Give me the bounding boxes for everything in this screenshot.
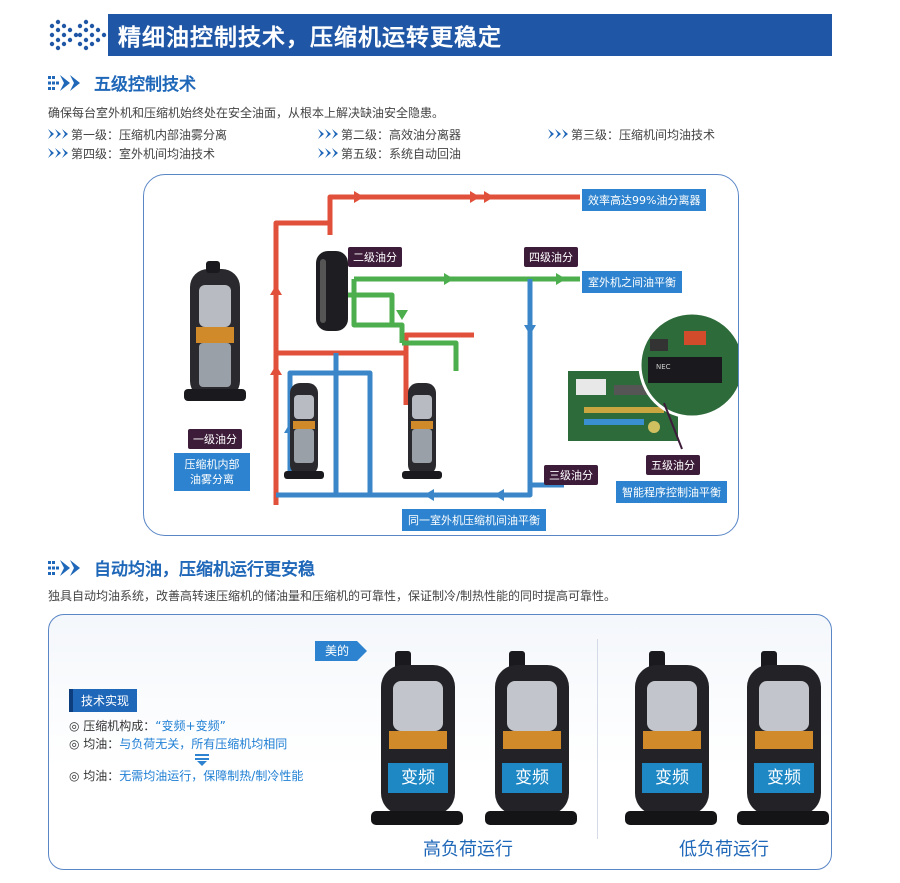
level-label: 第五级：系统自动回油 xyxy=(341,147,462,161)
tag-level3: 三级油分 xyxy=(544,465,598,485)
tag-level5: 五级油分 xyxy=(646,455,700,475)
high-load-label: 高负荷运行 xyxy=(423,839,513,860)
small-chevron-icon xyxy=(318,147,338,161)
tag-level2: 二级油分 xyxy=(348,247,402,267)
header-chevron-icon xyxy=(46,14,108,56)
compressor-small-icon xyxy=(402,383,442,479)
level-label: 第四级：室外机间均油技术 xyxy=(71,147,216,161)
bullet-oil-balance-load: ◎ 均油：与负荷无关，所有压缩机均相同 xyxy=(69,737,288,751)
oil-separator-icon xyxy=(316,251,348,331)
piping-diagram xyxy=(184,191,738,505)
tech-implementation-label: 技术实现 xyxy=(69,689,138,712)
section-title-auto-balance: 自动均油，压缩机运行更安稳 xyxy=(48,555,315,580)
level-item-2: 第二级：高效油分离器 xyxy=(318,126,461,143)
section1-description: 确保每台室外机和压缩机始终处在安全油面，从根本上解决缺油安全隐患。 xyxy=(48,106,445,120)
double-chevron-icon xyxy=(48,74,88,92)
auto-balance-panel: 技术实现 ◎ 压缩机构成：“变频+变频” ◎ 均油：与负荷无关，所有压缩机均相同… xyxy=(48,614,832,870)
compressor-small-icon xyxy=(284,383,324,479)
compressor-icon xyxy=(625,651,717,825)
chip-zoom-icon xyxy=(638,311,738,419)
level-label: 第三级：压缩机间均油技术 xyxy=(571,128,716,142)
tag-level1: 一级油分 xyxy=(188,429,242,449)
bullet-compressor-config: ◎ 压缩机构成：“变频+变频” xyxy=(69,719,226,733)
main-header: 精细油控制技术，压缩机运转更稳定 xyxy=(46,14,832,56)
section2-description: 独具自动均油系统，改善高转速压缩机的储油量和压缩机的可靠性，保证制冷/制热性能的… xyxy=(48,589,617,603)
compressor-icon xyxy=(485,651,577,825)
low-load-label: 低负荷运行 xyxy=(679,839,769,860)
small-chevron-icon xyxy=(48,147,68,161)
tag-level4: 四级油分 xyxy=(524,247,578,267)
chip-label: NEC xyxy=(656,363,671,371)
level-item-1: 第一级：压缩机内部油雾分离 xyxy=(48,126,227,143)
level-item-5: 第五级：系统自动回油 xyxy=(318,145,461,162)
level-label: 第二级：高效油分离器 xyxy=(341,128,462,142)
compressor-icon xyxy=(737,651,829,825)
compressor-large-icon xyxy=(184,261,246,401)
inverter-label: 变频 xyxy=(388,763,448,793)
section-title-text: 五级控制技术 xyxy=(94,75,196,95)
small-chevron-icon xyxy=(48,128,68,142)
compressors-illustration xyxy=(371,651,829,825)
small-chevron-icon xyxy=(548,128,568,142)
oil-control-diagram: 效率高达99%油分离器 二级油分 四级油分 室外机之间油平衡 一级油分 压缩机内… xyxy=(143,174,739,536)
level-item-3: 第三级：压缩机间均油技术 xyxy=(548,126,715,143)
caption-smart-balance: 智能程序控制油平衡 xyxy=(616,481,727,503)
caption-outdoor-balance: 室外机之间油平衡 xyxy=(582,271,682,293)
brand-tag: 美的 xyxy=(315,641,368,661)
inverter-label: 变频 xyxy=(642,763,702,793)
inverter-label: 变频 xyxy=(502,763,562,793)
compressor-icon xyxy=(371,651,463,825)
caption-compressor-internal: 压缩机内部油雾分离 xyxy=(174,453,250,491)
caption-separator-efficiency: 效率高达99%油分离器 xyxy=(582,189,707,211)
caption-same-unit-balance: 同一室外机压缩机间油平衡 xyxy=(402,509,546,531)
inverter-label: 变频 xyxy=(754,763,814,793)
bullet-oil-balance-performance: ◎ 均油：无需均油运行，保障制热/制冷性能 xyxy=(69,769,304,783)
section-title-five-level: 五级控制技术 xyxy=(48,70,196,95)
page-title: 精细油控制技术，压缩机运转更稳定 xyxy=(118,25,502,51)
double-chevron-icon xyxy=(48,559,88,577)
section-title-text: 自动均油，压缩机运行更安稳 xyxy=(94,560,315,580)
level-item-4: 第四级：室外机间均油技术 xyxy=(48,145,215,162)
arrow-down-icon xyxy=(195,751,209,770)
level-label: 第一级：压缩机内部油雾分离 xyxy=(71,128,228,142)
small-chevron-icon xyxy=(318,128,338,142)
divider xyxy=(597,639,598,839)
